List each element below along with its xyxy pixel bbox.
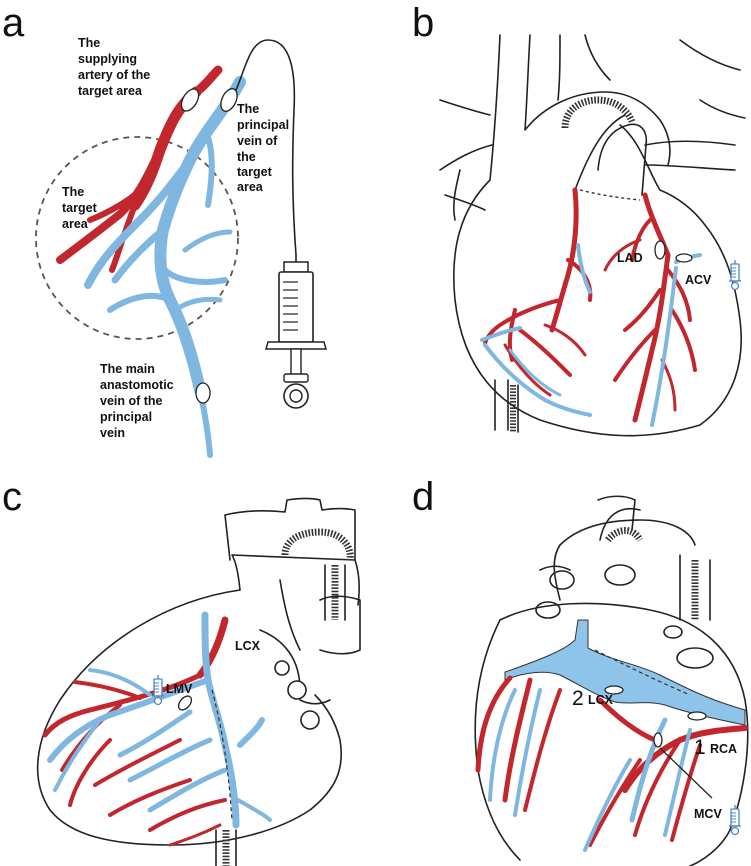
lcx-label: LCX <box>235 639 261 653</box>
lcx-balloon <box>604 685 624 695</box>
anastomotic-vein-balloon <box>195 382 211 404</box>
lad-artery <box>603 192 697 423</box>
panel-c: c <box>2 475 361 866</box>
right-cardiac-veins <box>480 243 592 417</box>
principal-vein-label: The principal vein of the target area <box>237 102 293 194</box>
target-area-label: The target area <box>62 185 100 231</box>
acv-label: ACV <box>685 273 712 287</box>
rca-balloon <box>687 711 707 721</box>
lcx-number-label: 2 <box>572 687 584 710</box>
coronary-sinus <box>504 619 746 726</box>
panel-a: a <box>2 1 327 458</box>
syringe-icon <box>265 254 327 409</box>
cardiac-veins <box>488 688 692 852</box>
target-area-circle <box>35 136 239 340</box>
supplying-artery-label: The supplying artery of the target area <box>78 36 154 98</box>
panel-b-letter: b <box>412 1 434 45</box>
lad-label: LAD <box>617 251 643 265</box>
panel-d-letter: d <box>412 475 434 519</box>
panel-b: b <box>412 1 746 437</box>
lcx-label: LCX <box>588 693 614 707</box>
rca-number-label: 1 <box>694 736 706 759</box>
lmv-balloon <box>177 695 193 711</box>
anastomotic-vein-label: The main anastomotic vein of the princip… <box>100 362 177 440</box>
panel-c-letter: c <box>2 475 22 519</box>
right-coronary-artery <box>588 725 748 847</box>
mcv-label: MCV <box>694 807 722 821</box>
panel-d: d <box>412 475 749 866</box>
lad-balloon <box>654 240 666 260</box>
vein-balloon <box>220 88 238 112</box>
artery-balloon <box>180 88 200 112</box>
panel-a-letter: a <box>2 1 25 45</box>
lcx-artery <box>475 675 663 812</box>
syringe-icon <box>728 259 742 291</box>
lmv-vein <box>47 611 272 829</box>
rca-label: RCA <box>710 742 737 756</box>
acv-balloon <box>675 253 693 263</box>
mcv-balloon <box>653 732 663 748</box>
principal-vein <box>84 76 246 458</box>
lcx-artery <box>42 616 229 847</box>
lmv-label: LMV <box>166 682 193 696</box>
